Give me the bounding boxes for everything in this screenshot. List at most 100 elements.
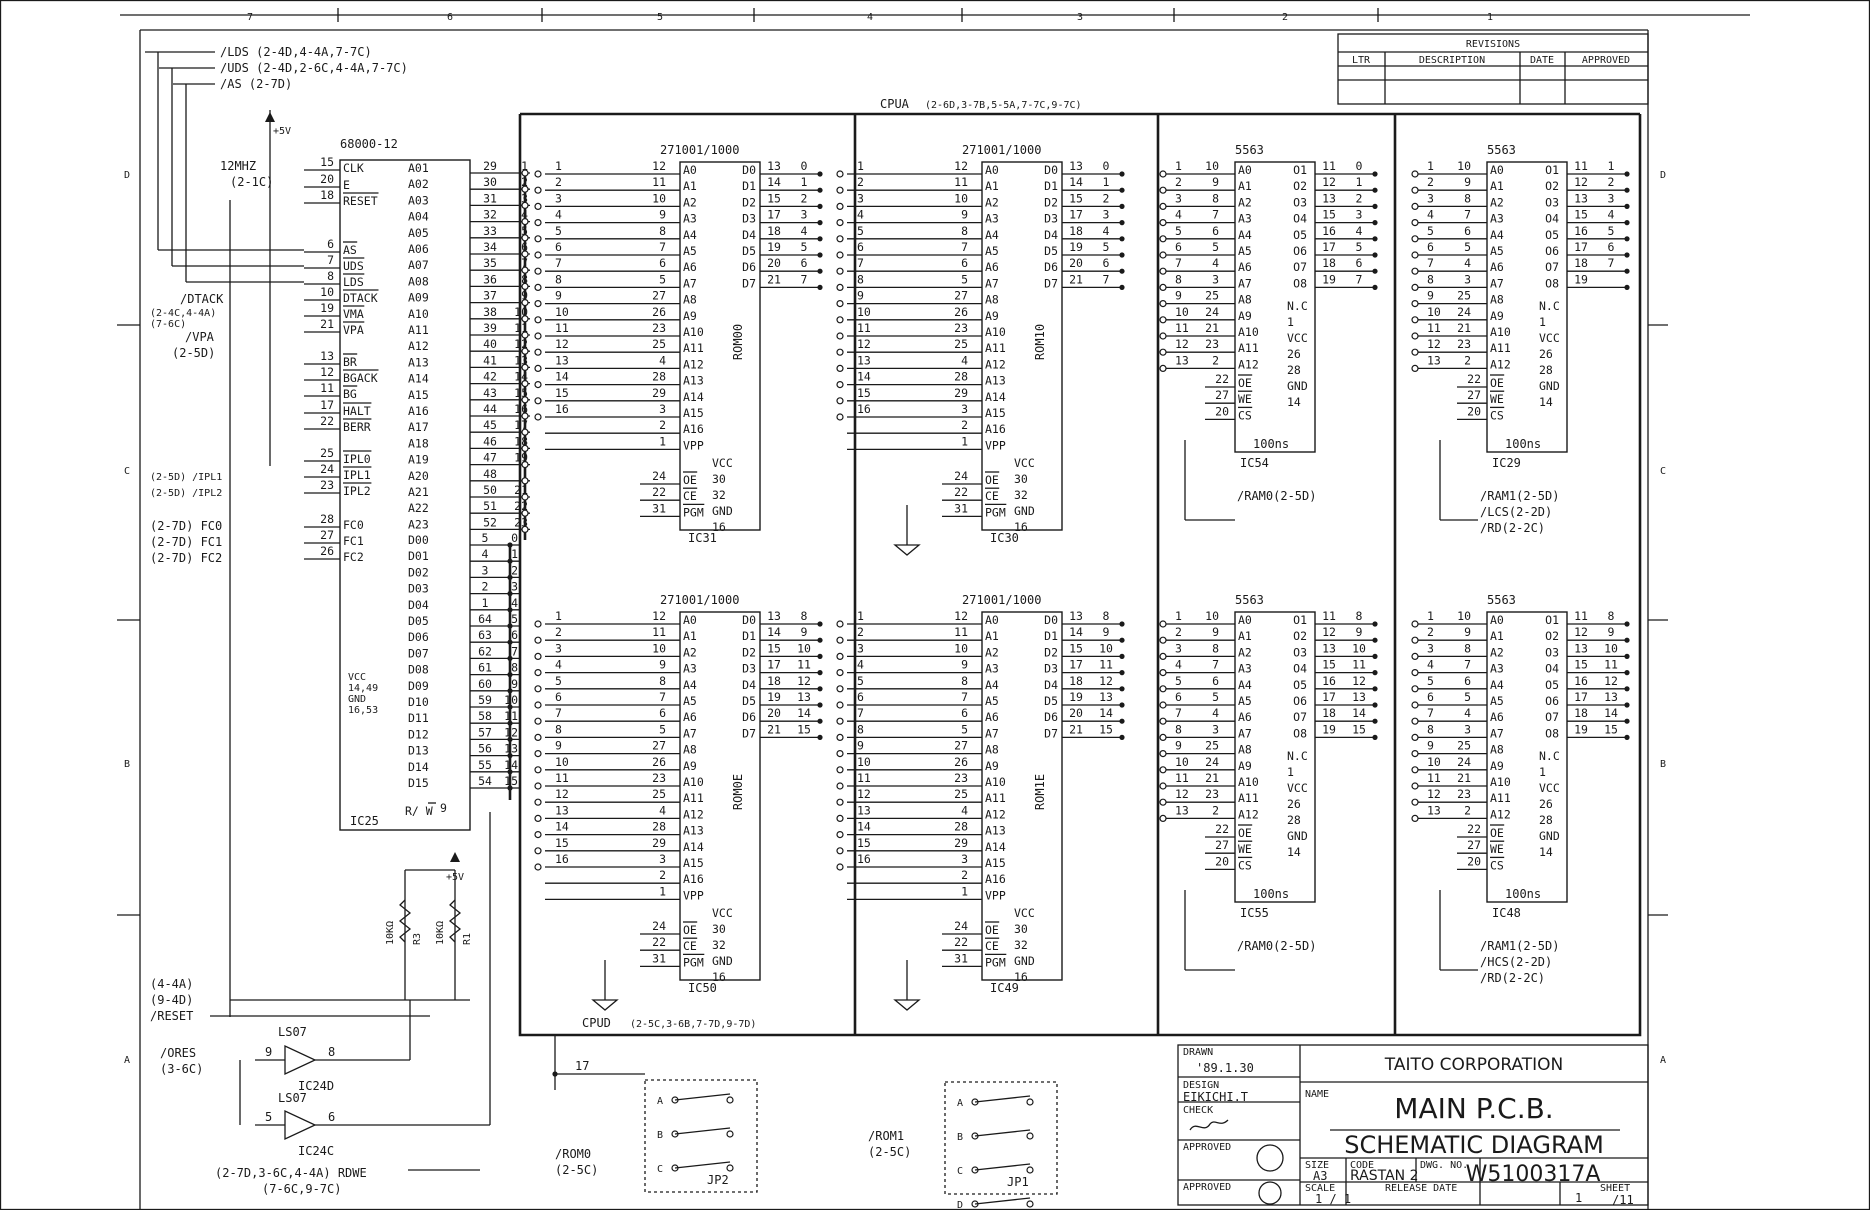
rom-pin-A11: A11 — [985, 341, 1006, 355]
ram-pin-A10: A10 — [1490, 325, 1511, 339]
ram-addr-bus: 13 — [1175, 803, 1189, 817]
rom-data-D0: D0 — [1044, 613, 1058, 627]
rom-pin-A11: A11 — [683, 791, 704, 805]
cpu-addr-A20: A20 — [408, 469, 429, 483]
cpu-addr-A21: A21 — [408, 485, 429, 499]
ram-power: 14 — [1539, 845, 1553, 859]
junction-dot — [1624, 718, 1630, 724]
rom-power: 30 — [712, 472, 726, 486]
cpu-addr-A02: A02 — [408, 177, 429, 191]
revisions-title: REVISIONS — [1466, 39, 1520, 50]
rom-power: 32 — [712, 938, 726, 952]
jumper-pin-C: C — [657, 1164, 663, 1175]
ram-addr-bus: 11 — [1427, 771, 1441, 785]
bus-tap — [1411, 814, 1419, 823]
ram-addr-bus: 10 — [1427, 755, 1441, 769]
ram-pin-A5: A5 — [1490, 694, 1504, 708]
bus-tap — [534, 364, 542, 372]
rom-addr-bus: 12 — [555, 337, 569, 351]
rom-addr-bus: 7 — [857, 256, 864, 270]
rom-data-bus: 2 — [1103, 191, 1110, 205]
rom-pin-num: 8 — [961, 674, 968, 688]
jumper-name-JP2: JP2 — [707, 1173, 729, 1187]
rom-ref-IC50: IC50 — [688, 981, 717, 995]
ram-pin-A0: A0 — [1490, 613, 1504, 627]
bus-tap — [1159, 766, 1167, 774]
rom-pin-A3: A3 — [683, 212, 697, 226]
ram-data-bus: 14 — [1352, 706, 1366, 720]
ram-data-num: 12 — [1574, 175, 1588, 189]
ram-pin-A1: A1 — [1238, 629, 1252, 643]
rom-pin-A13: A13 — [985, 374, 1006, 388]
rom-pin-A8: A8 — [683, 743, 697, 757]
rom-addr-bus: 2 — [555, 625, 562, 639]
ram-data-num: 11 — [1322, 159, 1336, 173]
ram-addr-bus: 10 — [1175, 305, 1189, 319]
bus-tap — [1411, 766, 1419, 774]
rom-data-D6: D6 — [1044, 710, 1058, 724]
rom-addr-bus: 10 — [555, 305, 569, 319]
bus-tap — [1159, 685, 1167, 693]
cpu-pin-FC2: FC2 — [343, 550, 364, 564]
rom-addr-bus: 8 — [857, 272, 864, 286]
tb-title1: MAIN P.C.B. — [1394, 1092, 1553, 1125]
rom-pin-num: 10 — [954, 641, 968, 655]
rom-pin-num: 3 — [659, 852, 666, 866]
top-signal-label: /AS (2-7D) — [220, 77, 292, 91]
bus-tap — [726, 1130, 734, 1138]
rom-data-num: 20 — [1069, 706, 1083, 720]
ram-pin-A0: A0 — [1490, 163, 1504, 177]
ram-pin-num: 21 — [1457, 321, 1471, 335]
bus-tap — [1411, 219, 1419, 227]
cpu-data-D06: D06 — [408, 630, 429, 644]
junction-dot — [507, 769, 513, 775]
rom-data-D3: D3 — [742, 212, 756, 226]
bus-tap — [836, 685, 844, 693]
cpu-addr-num: 40 — [483, 337, 497, 351]
ram-data-O1: O1 — [1293, 613, 1307, 627]
ram-power: GND — [1287, 379, 1308, 393]
bus-tap — [1159, 300, 1167, 308]
rom-pin-num: 8 — [659, 674, 666, 688]
cpu-data-D00: D00 — [408, 533, 429, 547]
jp2-ref: (2-5C) — [555, 1163, 598, 1177]
ram-IC48-body — [1486, 611, 1568, 903]
junction-dot — [1119, 187, 1125, 193]
ram-power: N.C — [1539, 749, 1560, 763]
rom-pin-num: 4 — [659, 353, 666, 367]
gate2-out-num: 6 — [328, 1110, 335, 1124]
ram-data-num: 18 — [1574, 706, 1588, 720]
bus-tap — [534, 863, 542, 871]
cpu-addr-A19: A19 — [408, 453, 429, 467]
ram-addr-bus: 4 — [1175, 208, 1182, 222]
ram-pin-A7: A7 — [1238, 276, 1252, 290]
junction-dot — [1119, 171, 1125, 177]
ram-data-bus: 2 — [1356, 191, 1363, 205]
r3-ref: R3 — [412, 933, 423, 945]
rom-data-bus: 13 — [797, 690, 811, 704]
ram-ref-IC55: IC55 — [1240, 906, 1269, 920]
ram-pin-A4: A4 — [1238, 228, 1252, 242]
ram-ctrl-bot-label: /HCS(2-2D) — [1480, 955, 1552, 969]
reset-label: /RESET — [150, 1009, 193, 1023]
ores-label: /ORES — [160, 1046, 196, 1060]
cpu-rw-label: R/ W — [405, 804, 433, 818]
bus-tap — [1159, 186, 1167, 194]
ram-ctrl-num: 20 — [1467, 854, 1481, 868]
ram-addr-bus: 12 — [1427, 337, 1441, 351]
ram-addr-bus: 3 — [1175, 191, 1182, 205]
bus-tap — [836, 863, 844, 871]
cpu-pin-num: 19 — [320, 301, 334, 315]
bus-tap — [534, 397, 542, 405]
ram-speed: 100ns — [1505, 437, 1541, 451]
ram-pin-A7: A7 — [1490, 276, 1504, 290]
rom-pin-num: 2 — [961, 418, 968, 432]
bus-tap — [1411, 620, 1419, 628]
ram-data-O8: O8 — [1545, 726, 1559, 740]
rom-pin-num: 26 — [652, 305, 666, 319]
cpu-addr-A14: A14 — [408, 372, 429, 386]
junction-dot — [507, 688, 513, 694]
rom-ctrl-CE: CE — [985, 939, 999, 953]
jumper-pin-A: A — [657, 1096, 663, 1107]
tb-designer: EIKICHI.T — [1183, 1090, 1248, 1104]
